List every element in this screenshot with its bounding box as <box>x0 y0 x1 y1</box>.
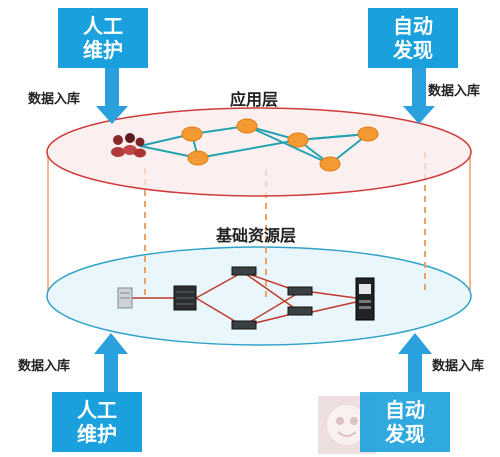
app-nodes <box>181 118 379 172</box>
server-icon <box>117 287 133 309</box>
auto-discovery-box-bottom: 自动 发现 <box>360 392 450 452</box>
cabinet-icon <box>355 277 375 321</box>
data-ingest-label: 数据入库 <box>432 359 485 374</box>
manual-maintenance-box-bottom: 人工 维护 <box>52 392 142 452</box>
auto-discovery-box-top: 自动 发现 <box>368 8 458 68</box>
app-node <box>236 118 258 134</box>
user-group-icon <box>111 133 146 158</box>
infrastructure-layer-title: 基础资源层 <box>216 226 297 245</box>
app-node <box>187 150 209 166</box>
data-ingest-label: 数据入库 <box>428 84 481 99</box>
infrastructure-layer-ellipse <box>46 246 472 346</box>
application-layer-title: 应用层 <box>230 90 279 109</box>
app-node <box>181 126 203 142</box>
app-node <box>287 132 309 148</box>
storage-rack-icon <box>173 285 197 311</box>
manual-maintenance-box-top: 人工 维护 <box>58 8 148 68</box>
app-node <box>357 126 379 142</box>
app-node <box>319 156 341 172</box>
flow-arrows <box>94 66 435 392</box>
data-ingest-label: 数据入库 <box>28 92 81 107</box>
data-ingest-label: 数据入库 <box>18 359 71 374</box>
switch-icon <box>231 266 313 330</box>
